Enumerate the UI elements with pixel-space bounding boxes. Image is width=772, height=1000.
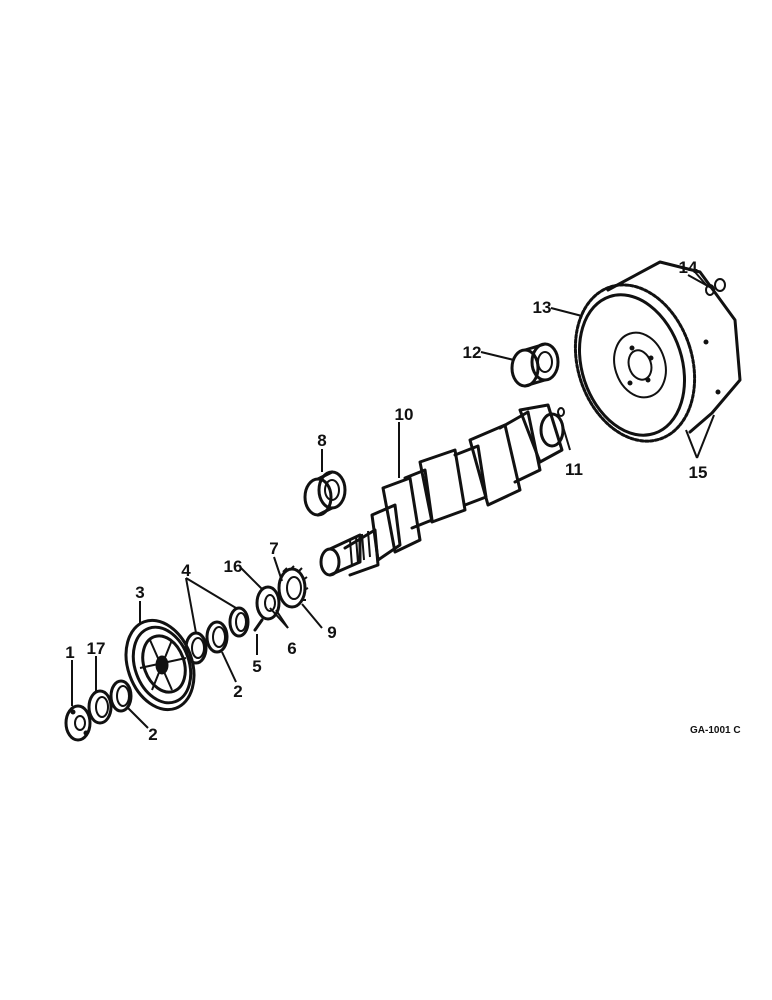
part-17-spacer — [87, 689, 113, 725]
part-3-pulley — [124, 618, 196, 712]
callout-11: 11 — [565, 460, 583, 479]
part-1-cap-plate — [64, 704, 92, 742]
part-9-gear — [277, 565, 309, 609]
callout-3: 3 — [135, 583, 144, 602]
callout-5: 5 — [252, 657, 261, 676]
part-4-ring-b — [228, 606, 250, 638]
callout-labels: 1 17 2 3 2 4 5 6 16 7 9 8 10 11 12 13 14… — [65, 258, 740, 744]
part-2-seal-middle — [205, 620, 229, 654]
callout-9: 9 — [327, 623, 336, 642]
part-10-crankshaft — [319, 403, 565, 577]
callout-12: 12 — [463, 343, 482, 362]
callout-1: 1 — [65, 643, 74, 662]
part-11-pin — [557, 407, 565, 417]
callout-2-front: 2 — [148, 725, 157, 744]
callout-15: 15 — [689, 463, 708, 482]
callout-14: 14 — [679, 258, 698, 277]
callout-10: 10 — [395, 405, 414, 424]
callout-7: 7 — [269, 539, 278, 558]
leader-lines — [71, 271, 715, 729]
callout-6: 6 — [287, 639, 296, 658]
callout-4: 4 — [181, 561, 191, 580]
part-5-key — [253, 618, 264, 632]
callout-8: 8 — [317, 431, 326, 450]
part-13-flywheel — [573, 260, 742, 443]
part-12-bushing — [510, 342, 560, 388]
part-2-seal-front — [109, 679, 133, 713]
part-14-bolt — [705, 278, 726, 296]
callout-13: 13 — [533, 298, 552, 317]
reference-code: GA-1001 C — [690, 725, 741, 736]
part-16-washer — [255, 585, 281, 621]
callout-17: 17 — [87, 639, 106, 658]
part-8-bushing — [303, 470, 347, 517]
callout-2-middle: 2 — [233, 682, 242, 701]
callout-16: 16 — [224, 557, 243, 576]
